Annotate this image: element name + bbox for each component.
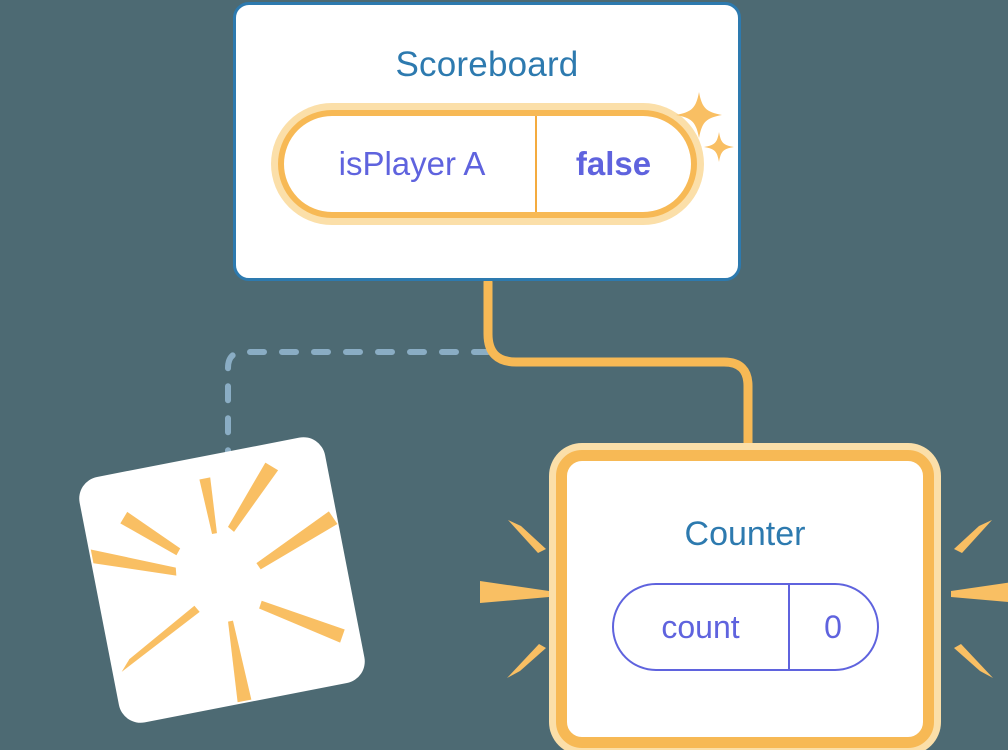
burst-ray-nw <box>120 511 181 556</box>
counter-ray-left-mid <box>480 581 549 603</box>
burst-ray-n <box>199 477 217 535</box>
scoreboard-state-key: isPlayer A <box>338 145 486 182</box>
burst-ray-w <box>90 549 177 576</box>
ghost-card[interactable] <box>75 433 369 727</box>
counter-card[interactable]: Counter count 0 <box>556 450 934 748</box>
burst-ray-ne <box>227 462 279 532</box>
counter-state-key: count <box>661 608 740 645</box>
counter-state-pill[interactable]: count 0 <box>611 583 879 671</box>
counter-ray-left-top <box>508 520 546 553</box>
sparkle-icon-small <box>703 132 734 162</box>
ghost-card-burst-rays <box>90 462 345 703</box>
burst-ray-se <box>259 600 345 643</box>
scoreboard-state-pill-wrapper: isPlayer A false <box>277 92 734 218</box>
counter-ray-right-bottom <box>954 644 993 678</box>
counter-burst-rays-left <box>480 520 549 678</box>
scoreboard-state-pill[interactable]: isPlayer A false <box>277 110 697 218</box>
counter-title: Counter <box>684 515 806 553</box>
burst-ray-e <box>256 511 338 570</box>
burst-ray-sw <box>121 605 200 672</box>
connector-scoreboard-to-counter <box>483 277 753 467</box>
counter-ray-right-mid <box>951 582 1008 602</box>
counter-state-value: 0 <box>787 585 877 669</box>
counter-burst-rays-right <box>951 520 1008 678</box>
scoreboard-card[interactable]: Scoreboard isPlayer A false <box>233 2 741 281</box>
scoreboard-state-value: false <box>534 116 691 212</box>
connector-scoreboard-to-ghost-card <box>225 349 491 473</box>
counter-ray-left-bottom <box>507 644 546 678</box>
scoreboard-title: Scoreboard <box>395 45 579 84</box>
burst-ray-s <box>228 620 252 703</box>
counter-ray-right-top <box>954 520 992 553</box>
